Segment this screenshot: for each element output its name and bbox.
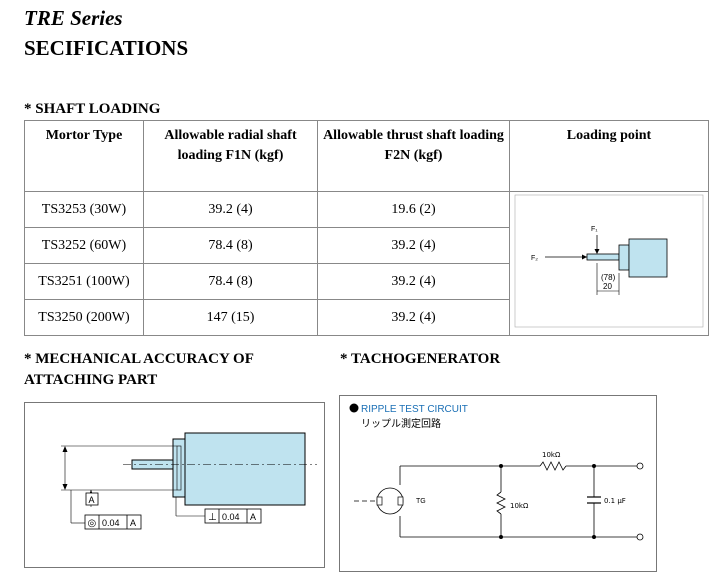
shunt-resistor-label: 10kΩ bbox=[510, 502, 529, 510]
table-header-row: Mortor Type Allowable radial shaft loadi… bbox=[24, 120, 709, 192]
circuit-subtitle: リップル測定回路 bbox=[361, 417, 441, 430]
column-header: Mortor Type bbox=[24, 120, 144, 192]
series-title: TRE Series bbox=[24, 6, 123, 30]
perpendicularity-datum: A bbox=[250, 512, 256, 522]
shaft-loading-table: Mortor Type Allowable radial shaft loadi… bbox=[24, 120, 709, 336]
table-row: TS3250 (200W) 147 (15) 39.2 (4) bbox=[24, 299, 709, 336]
mechanical-heading-line2: ATTACHING PART bbox=[24, 372, 158, 388]
table-row: TS3253 (30W) 39.2 (4) 19.6 (2) F₁ F₂ (78… bbox=[24, 191, 709, 336]
radial-load-cell: 78.4 (8) bbox=[143, 227, 318, 264]
perpendicularity-icon: ⊥ bbox=[208, 512, 217, 523]
concentricity-datum: A bbox=[130, 518, 136, 528]
thrust-load-cell: 39.2 (4) bbox=[317, 263, 510, 300]
motor-type-cell: TS3251 (100W) bbox=[24, 263, 144, 300]
shaft-loading-heading: * SHAFT LOADING bbox=[24, 101, 161, 117]
dim-label: 20 bbox=[603, 282, 612, 291]
column-header: Allowable thrust shaft loading F2N (kgf) bbox=[317, 120, 510, 192]
motor-type-cell: TS3252 (60W) bbox=[24, 227, 144, 264]
radial-load-cell: 147 (15) bbox=[143, 299, 318, 336]
column-header: Allowable radial shaft loading F1N (kgf) bbox=[143, 120, 318, 192]
table-row: TS3252 (60W) 78.4 (8) 39.2 (4) bbox=[24, 227, 709, 264]
column-header: Loading point bbox=[509, 120, 709, 192]
ripple-circuit-diagram: RIPPLE TEST CIRCUIT リップル測定回路 TG 10kΩ 10k… bbox=[349, 403, 644, 541]
page-title: SECIFICATIONS bbox=[24, 36, 189, 60]
motor-type-cell: TS3253 (30W) bbox=[24, 191, 144, 228]
loading-point-cell: F₁ F₂ (78) 20 bbox=[509, 191, 709, 336]
mechanical-heading-line1: * MECHANICAL ACCURACY OF bbox=[24, 351, 254, 367]
thrust-load-cell: 39.2 (4) bbox=[317, 227, 510, 264]
tachogenerator-heading: * TACHOGENERATOR bbox=[340, 351, 501, 367]
f2-label: F₂ bbox=[531, 255, 538, 262]
concentricity-icon: ◎ bbox=[88, 518, 97, 529]
series-resistor-label: 10kΩ bbox=[542, 451, 561, 459]
perpendicularity-value: 0.04 bbox=[222, 512, 240, 522]
ripple-test-circuit-figure: RIPPLE TEST CIRCUIT リップル測定回路 TG 10kΩ 10k… bbox=[339, 395, 657, 572]
tg-label: TG bbox=[416, 498, 426, 505]
dim-ref-label: (78) bbox=[601, 273, 616, 282]
capacitor-label: 0.1 μF bbox=[604, 497, 626, 505]
mechanical-accuracy-figure: A ◎ 0.04 A ⊥ 0.04 A bbox=[24, 402, 325, 568]
loading-point-diagram: F₁ F₂ (78) 20 bbox=[514, 194, 704, 328]
radial-load-cell: 78.4 (8) bbox=[143, 263, 318, 300]
thrust-load-cell: 19.6 (2) bbox=[317, 191, 510, 228]
datum-a-label: A bbox=[89, 495, 95, 505]
circuit-title: RIPPLE TEST CIRCUIT bbox=[361, 404, 468, 415]
mechanical-drawing: A ◎ 0.04 A ⊥ 0.04 A bbox=[61, 432, 317, 530]
bullet-icon bbox=[349, 403, 359, 413]
thrust-load-cell: 39.2 (4) bbox=[317, 299, 510, 336]
f1-label: F₁ bbox=[591, 226, 598, 233]
motor-type-cell: TS3250 (200W) bbox=[24, 299, 144, 336]
concentricity-value: 0.04 bbox=[102, 518, 120, 528]
radial-load-cell: 39.2 (4) bbox=[143, 191, 318, 228]
table-row: TS3251 (100W) 78.4 (8) 39.2 (4) bbox=[24, 263, 709, 300]
